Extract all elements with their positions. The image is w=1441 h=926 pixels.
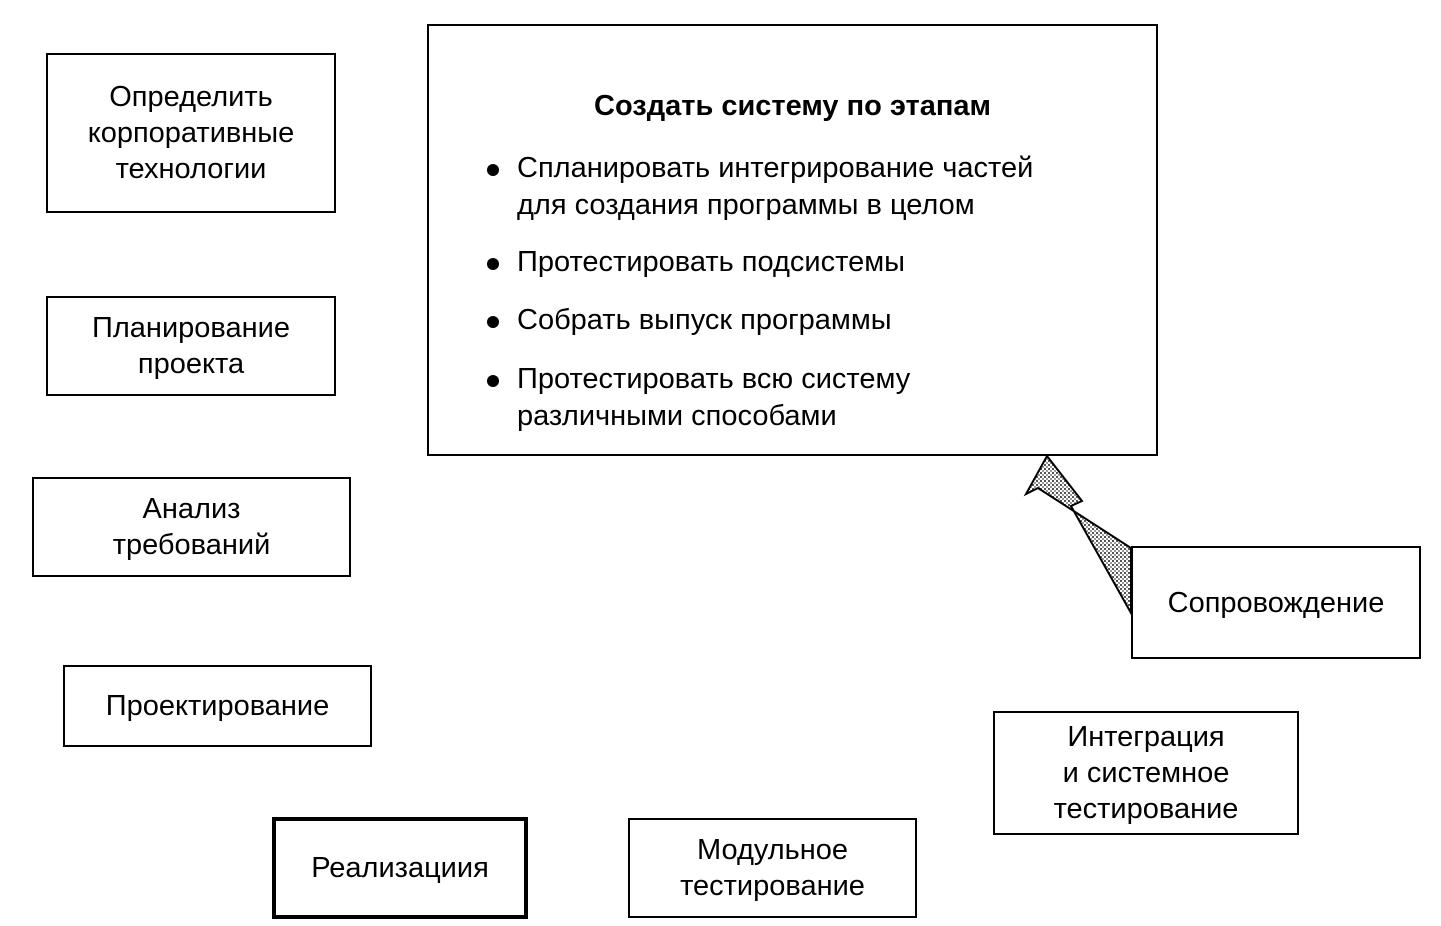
detail-bullet: Собрать выпуск программы <box>487 302 1127 339</box>
bullet-dot-icon <box>487 258 499 270</box>
detail-box: Создать систему по этапам Спланировать и… <box>427 24 1158 456</box>
stage-label: Сопровождение <box>1167 586 1385 619</box>
stage-label: Определить корпоративные технологии <box>87 81 295 185</box>
stage-label: Интеграция и системное тестирование <box>1053 721 1239 825</box>
bullet-dot-icon <box>487 164 499 176</box>
stage-integration-testing: Интеграция и системное тестирование <box>993 711 1299 835</box>
bullet-dot-icon <box>487 375 499 387</box>
detail-bullet: Спланировать интегрирование частей для с… <box>487 150 1127 224</box>
stage-unit-testing: Модульное тестирование <box>628 818 917 918</box>
stage-label: Планирование проекта <box>92 312 290 380</box>
stage-label: Проектирование <box>105 690 330 722</box>
stage-label: Анализ требований <box>112 493 271 561</box>
stage-label: Модульное тестирование <box>680 834 865 902</box>
bullet-dot-icon <box>487 316 499 328</box>
bullet-text: Собрать выпуск программы <box>517 304 892 336</box>
detail-title: Создать систему по этапам <box>594 90 991 122</box>
stage-requirements-analysis: Анализ требований <box>32 477 351 577</box>
stage-design: Проектирование <box>63 665 372 747</box>
stage-project-planning: Планирование проекта <box>46 296 336 396</box>
detail-bullet: Протестировать подсистемы <box>487 244 1127 281</box>
bullet-text: Протестировать всю систему различными сп… <box>517 363 911 432</box>
arrow-shape <box>1023 454 1132 617</box>
detail-bullet: Протестировать всю систему различными сп… <box>487 361 1127 435</box>
stage-label: Реализациия <box>311 852 489 884</box>
bullet-text: Протестировать подсистемы <box>517 246 905 278</box>
stage-maintenance: Сопровождение <box>1131 546 1421 659</box>
stage-implementation: Реализациия <box>272 817 528 919</box>
stage-corporate-technologies: Определить корпоративные технологии <box>46 53 336 213</box>
bullet-text: Спланировать интегрирование частей для с… <box>517 152 1034 221</box>
